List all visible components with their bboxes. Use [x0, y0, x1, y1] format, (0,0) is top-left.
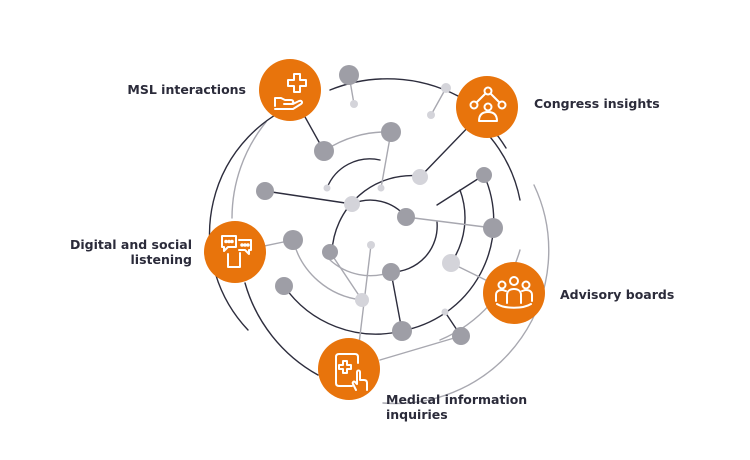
group-people-icon	[495, 276, 533, 309]
ring-arc	[390, 221, 438, 273]
network-node	[381, 122, 401, 142]
network-node	[314, 141, 334, 161]
hub-digital-social-listening[interactable]	[204, 221, 266, 283]
hub-label-digital: Digital and social listening	[69, 237, 192, 267]
connector-line	[436, 174, 485, 206]
ring-arc	[450, 189, 466, 264]
hub-label-medical: Medical information inquiries	[386, 392, 528, 422]
hub-circle	[204, 221, 266, 283]
hub-label-msl: MSL interactions	[127, 82, 246, 97]
concentric-rings	[208, 78, 550, 405]
network-node	[339, 65, 359, 85]
ring-arc	[400, 174, 495, 332]
connector-line	[264, 190, 353, 205]
hand-medical-cross-icon	[274, 73, 307, 110]
network-node	[275, 277, 293, 295]
network-node	[476, 167, 492, 183]
network-node	[367, 241, 375, 249]
ring-arc	[326, 158, 381, 189]
network-node	[452, 327, 470, 345]
ring-arc	[231, 121, 267, 219]
network-node	[350, 100, 358, 108]
network-node	[427, 111, 435, 119]
connector-line	[379, 335, 462, 361]
network-node	[355, 293, 369, 307]
ring-arc	[208, 101, 303, 331]
network-node	[344, 196, 360, 212]
network-node	[283, 230, 303, 250]
ring-arc	[323, 131, 392, 152]
network-node	[322, 244, 338, 260]
hub-circle	[259, 59, 321, 121]
network-node	[256, 182, 274, 200]
connector-line	[390, 271, 403, 332]
connector-line	[329, 251, 363, 301]
network-node	[392, 321, 412, 341]
network-node	[441, 308, 449, 316]
network-node	[397, 208, 415, 226]
hub-label-congress: Congress insights	[534, 96, 660, 111]
network-nodes	[256, 65, 503, 345]
connector-line	[405, 216, 494, 229]
ring-arc	[283, 285, 403, 335]
network-node	[382, 263, 400, 281]
network-node	[377, 184, 385, 192]
network-node	[483, 218, 503, 238]
connector-line	[430, 87, 447, 116]
hub-circle	[483, 262, 545, 324]
chat-phone-icon	[221, 235, 252, 268]
hub-medical-information-inquiries[interactable]	[318, 338, 380, 400]
network-node	[323, 184, 331, 192]
network-node	[412, 169, 428, 185]
ring-arc	[292, 239, 363, 301]
hub-advisory-boards[interactable]	[483, 262, 545, 324]
hub-label-advisory: Advisory boards	[560, 287, 675, 302]
network-node	[441, 83, 451, 93]
phone-medical-touch-icon	[335, 353, 368, 391]
network-person-icon	[469, 86, 507, 122]
ring-arc	[331, 174, 421, 253]
ring-arc	[329, 259, 392, 277]
hub-congress-insights[interactable]	[456, 76, 518, 138]
ring-arc	[244, 282, 319, 376]
network-node	[442, 254, 460, 272]
hub-msl-interactions[interactable]	[259, 59, 321, 121]
ring-arc	[382, 184, 550, 405]
hub-circle	[456, 76, 518, 138]
